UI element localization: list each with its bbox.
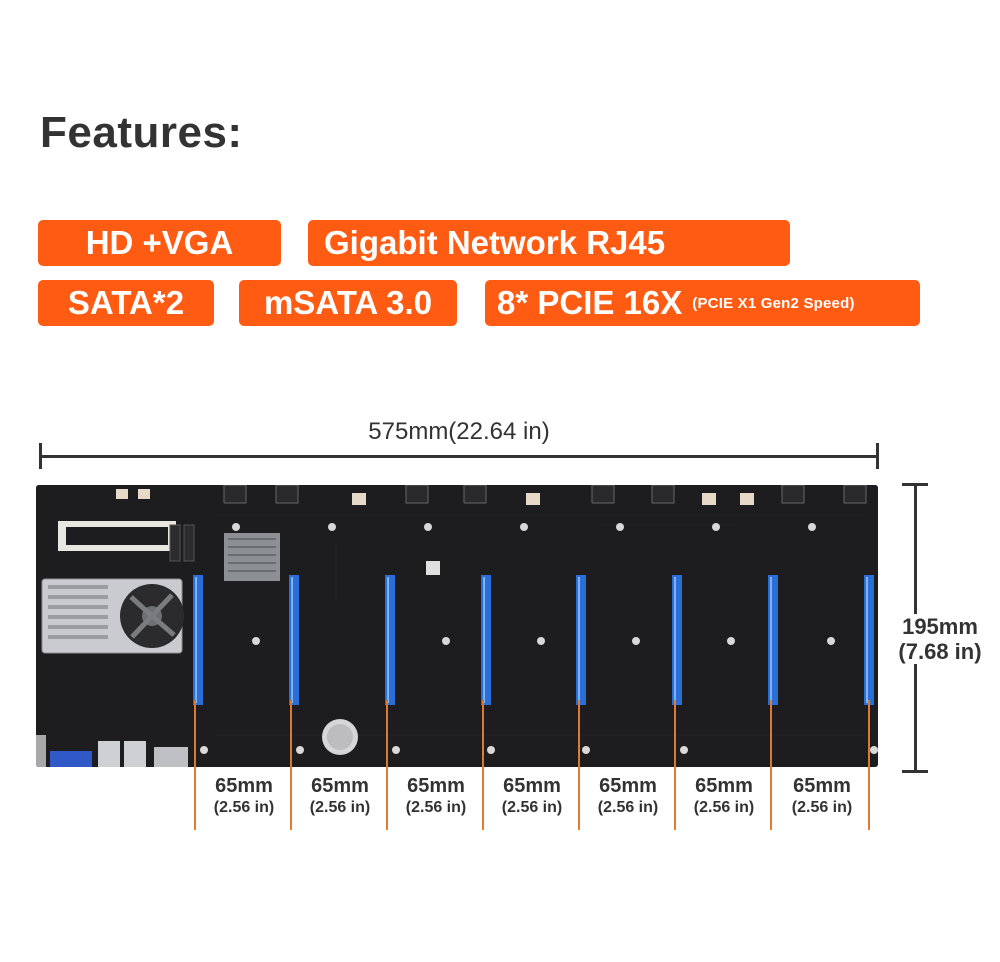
spacing-mm: 65mm <box>215 775 273 797</box>
slot-spacing-label: 65mm (2.56 in) <box>294 775 386 819</box>
spacing-mm: 65mm <box>695 775 753 797</box>
spacing-mm: 65mm <box>311 775 369 797</box>
spacing-mm: 65mm <box>599 775 657 797</box>
slot-spacing-label: 65mm (2.56 in) <box>486 775 578 819</box>
slot-spacing-label: 65mm (2.56 in) <box>198 775 290 819</box>
slot-spacing-marker <box>770 700 772 830</box>
spacing-in: (2.56 in) <box>405 799 467 816</box>
slot-spacing-marker <box>674 700 676 830</box>
badge-msata: mSATA 3.0 <box>239 280 457 326</box>
width-dimension-cap-left <box>39 443 42 469</box>
spacing-mm: 65mm <box>503 775 561 797</box>
spacing-in: (2.56 in) <box>213 799 275 816</box>
spacing-in: (2.56 in) <box>791 799 853 816</box>
spacing-mm: 65mm <box>793 775 851 797</box>
width-dimension-cap-right <box>876 443 879 469</box>
badge-sata: SATA*2 <box>38 280 214 326</box>
badge-pcie-note: (PCIE X1 Gen2 Speed) <box>692 294 855 312</box>
height-dimension-cap-bottom <box>902 770 928 773</box>
badge-pcie-label: 8* PCIE 16X <box>497 284 683 321</box>
height-dimension-label: 195mm (7.68 in) <box>880 614 1000 664</box>
height-in: (7.68 in) <box>898 639 982 664</box>
slot-spacing-marker <box>868 700 870 830</box>
spacing-in: (2.56 in) <box>597 799 659 816</box>
width-dimension-line <box>40 455 878 458</box>
spacing-in: (2.56 in) <box>309 799 371 816</box>
slot-spacing-marker <box>386 700 388 830</box>
height-mm: 195mm <box>902 614 978 639</box>
slot-spacing-label: 65mm (2.56 in) <box>678 775 770 819</box>
slot-spacing-label: 65mm (2.56 in) <box>776 775 868 819</box>
badge-network-label: Gigabit Network RJ45 <box>324 224 666 261</box>
badge-pcie: 8* PCIE 16X (PCIE X1 Gen2 Speed) <box>485 280 920 326</box>
slot-spacing-label: 65mm (2.56 in) <box>582 775 674 819</box>
spacing-mm: 65mm <box>407 775 465 797</box>
width-dimension-label: 575mm(22.64 in) <box>368 418 550 445</box>
spacing-in: (2.56 in) <box>501 799 563 816</box>
badge-sata-label: SATA*2 <box>67 284 185 321</box>
badge-hd-vga: HD +VGA <box>38 220 281 266</box>
slot-spacing-marker <box>290 700 292 830</box>
badge-msata-label: mSATA 3.0 <box>263 284 433 321</box>
slot-spacing-label: 65mm (2.56 in) <box>390 775 482 819</box>
badge-hd-vga-label: HD +VGA <box>85 224 234 261</box>
height-dimension-cap-top <box>902 483 928 486</box>
page-title: Features: <box>40 108 243 157</box>
badge-network: Gigabit Network RJ45 <box>308 220 790 266</box>
motherboard-image <box>36 485 878 767</box>
motherboard-illustration <box>36 485 878 767</box>
slot-spacing-marker <box>194 700 196 830</box>
slot-spacing-marker <box>482 700 484 830</box>
slot-spacing-marker <box>578 700 580 830</box>
spacing-in: (2.56 in) <box>693 799 755 816</box>
